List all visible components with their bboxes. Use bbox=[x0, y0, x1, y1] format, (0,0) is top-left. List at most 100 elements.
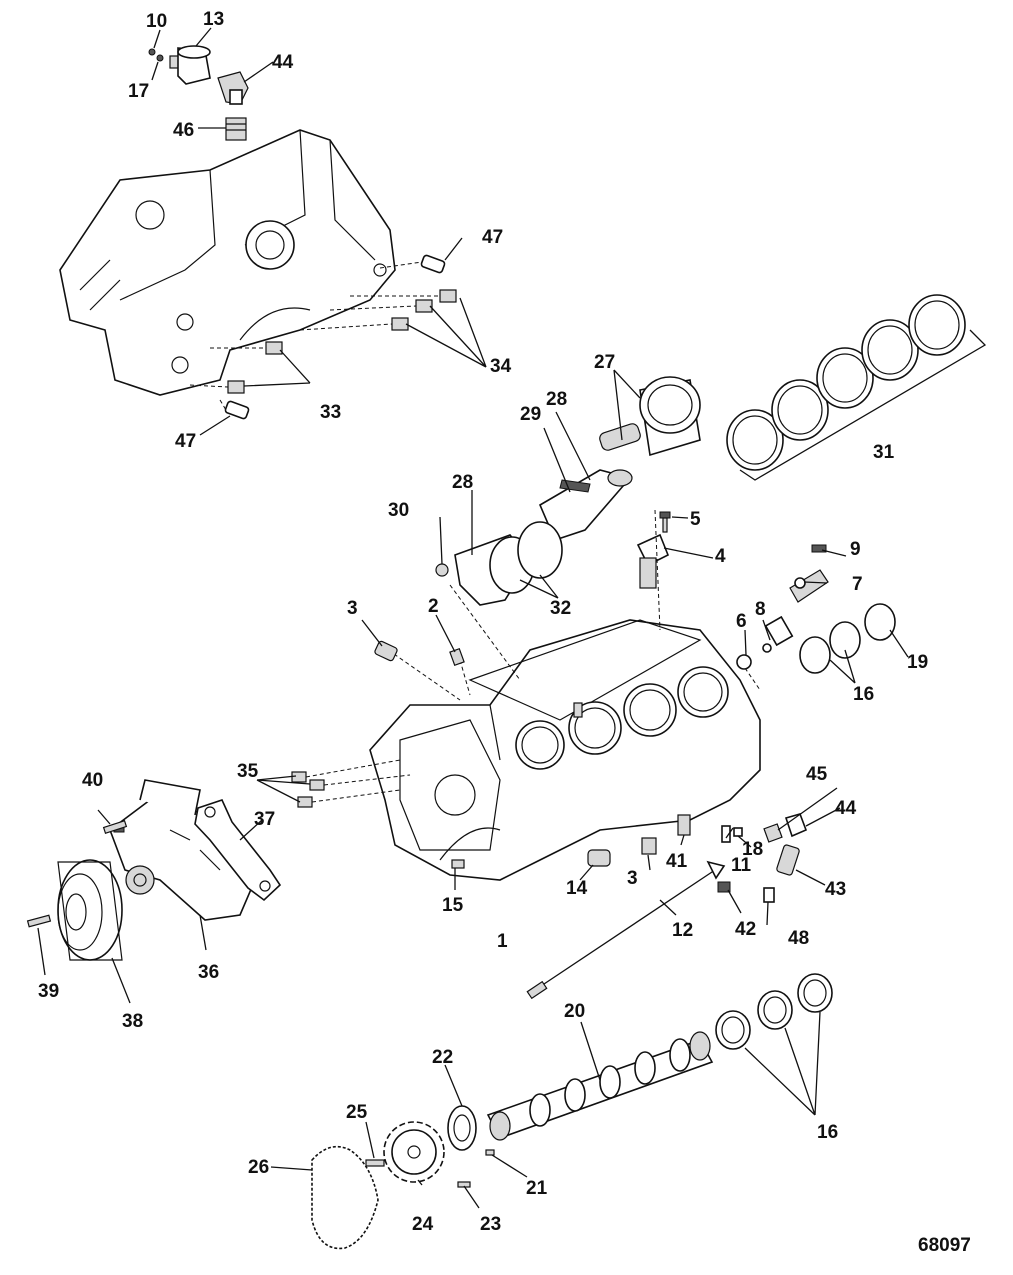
callout-38: 38 bbox=[122, 1011, 143, 1032]
callout-14: 14 bbox=[566, 878, 588, 899]
callout-46: 46 bbox=[173, 120, 194, 141]
diagram-id: 68097 bbox=[918, 1235, 971, 1256]
callout-24: 24 bbox=[412, 1214, 434, 1235]
callout-9: 9 bbox=[850, 539, 861, 560]
callout-15: 15 bbox=[442, 895, 464, 916]
callout-44-lower: 44 bbox=[835, 798, 857, 819]
dipstick bbox=[526, 860, 726, 1000]
plug-47-lower bbox=[224, 400, 250, 420]
adapter-fitting bbox=[225, 117, 247, 141]
callout-3-lower: 3 bbox=[627, 868, 638, 889]
callout-17: 17 bbox=[128, 81, 149, 102]
cam-bearings-upper bbox=[799, 603, 896, 674]
callout-30: 30 bbox=[388, 500, 409, 521]
fitting-45 bbox=[763, 823, 783, 843]
callout-16-upper: 16 bbox=[853, 684, 874, 705]
callout-42: 42 bbox=[735, 919, 756, 940]
callout-11: 11 bbox=[731, 855, 752, 876]
callout-23: 23 bbox=[480, 1214, 501, 1235]
callout-28-lower: 28 bbox=[452, 472, 473, 493]
callout-4: 4 bbox=[715, 546, 726, 567]
plug-34-a bbox=[439, 289, 457, 303]
plug-6 bbox=[736, 654, 752, 670]
callout-3-upper: 3 bbox=[347, 598, 358, 619]
callout-1: 1 bbox=[497, 931, 508, 952]
hold-down-bolt bbox=[659, 511, 671, 533]
oil-pump-drive bbox=[636, 533, 670, 589]
freeze-plugs-35 bbox=[291, 771, 325, 808]
piston bbox=[599, 376, 701, 457]
rod-nut bbox=[435, 563, 449, 577]
pulley-bolt bbox=[26, 914, 52, 928]
callout-5: 5 bbox=[690, 509, 701, 530]
callout-34: 34 bbox=[490, 356, 512, 377]
callout-32: 32 bbox=[550, 598, 571, 619]
plug-34-c bbox=[391, 317, 409, 331]
bearing-cap bbox=[454, 521, 563, 606]
callout-45: 45 bbox=[806, 764, 828, 785]
callout-2: 2 bbox=[428, 596, 439, 617]
timing-chain bbox=[311, 1145, 379, 1250]
cam-bearings-lower bbox=[715, 973, 833, 1050]
camshaft bbox=[486, 1031, 714, 1141]
callout-13: 13 bbox=[203, 9, 224, 30]
elbow-44-lower bbox=[784, 813, 808, 838]
callout-48: 48 bbox=[788, 928, 809, 949]
water-pump-gasket bbox=[194, 799, 282, 902]
callout-19: 19 bbox=[907, 652, 928, 673]
fitting-11 bbox=[721, 825, 731, 843]
callout-26: 26 bbox=[248, 1157, 269, 1178]
callout-39: 39 bbox=[38, 981, 59, 1002]
sender-43 bbox=[776, 844, 800, 876]
callout-47-lower: 47 bbox=[175, 431, 196, 452]
plug-18 bbox=[733, 827, 743, 837]
callout-28-upper: 28 bbox=[546, 389, 567, 410]
dowel-15 bbox=[451, 859, 465, 869]
callout-31: 31 bbox=[873, 442, 895, 463]
callout-8: 8 bbox=[755, 599, 766, 620]
plug-33-a bbox=[265, 341, 283, 355]
callout-18: 18 bbox=[742, 839, 763, 860]
callout-22: 22 bbox=[432, 1047, 453, 1068]
bolt-3-upper bbox=[374, 640, 398, 662]
callout-21: 21 bbox=[526, 1178, 548, 1199]
lower-bolt-3 bbox=[641, 837, 657, 855]
callout-47-upper: 47 bbox=[482, 227, 503, 248]
callout-29: 29 bbox=[520, 404, 541, 425]
fitting-41 bbox=[677, 814, 691, 836]
callout-20: 20 bbox=[564, 1001, 585, 1022]
callout-35: 35 bbox=[237, 761, 259, 782]
callout-41: 41 bbox=[666, 851, 688, 872]
plug-34-b bbox=[415, 299, 433, 313]
callout-16-lower: 16 bbox=[817, 1122, 838, 1143]
connecting-rod bbox=[538, 469, 633, 541]
sprocket-bolt bbox=[365, 1159, 385, 1167]
callout-37: 37 bbox=[254, 809, 275, 830]
block-rear-view bbox=[59, 129, 396, 396]
callout-40: 40 bbox=[82, 770, 103, 791]
callout-25: 25 bbox=[346, 1102, 368, 1123]
fitting-48 bbox=[763, 887, 775, 903]
thrust-plate bbox=[447, 1105, 477, 1151]
callout-27: 27 bbox=[594, 352, 615, 373]
elbow-fitting-top bbox=[217, 71, 249, 105]
oil-pressure-sender bbox=[148, 45, 211, 85]
callout-36: 36 bbox=[198, 962, 219, 983]
callout-43: 43 bbox=[825, 879, 846, 900]
cam-sprocket bbox=[383, 1121, 445, 1183]
plug-33-b bbox=[227, 380, 245, 394]
callout-6: 6 bbox=[736, 611, 747, 632]
dowel-2 bbox=[449, 647, 465, 667]
water-pump-bolt bbox=[102, 819, 128, 835]
lower-plug-14 bbox=[587, 849, 611, 867]
callout-44-top: 44 bbox=[272, 52, 294, 73]
plug-42 bbox=[717, 881, 731, 893]
piston-ring-set bbox=[726, 294, 966, 471]
callout-33: 33 bbox=[320, 402, 341, 423]
oil-cooler-fitting bbox=[762, 544, 829, 653]
pulley bbox=[57, 859, 123, 961]
callout-10: 10 bbox=[146, 11, 167, 32]
dowel-pin-21 bbox=[485, 1149, 495, 1156]
callout-12: 12 bbox=[672, 920, 693, 941]
